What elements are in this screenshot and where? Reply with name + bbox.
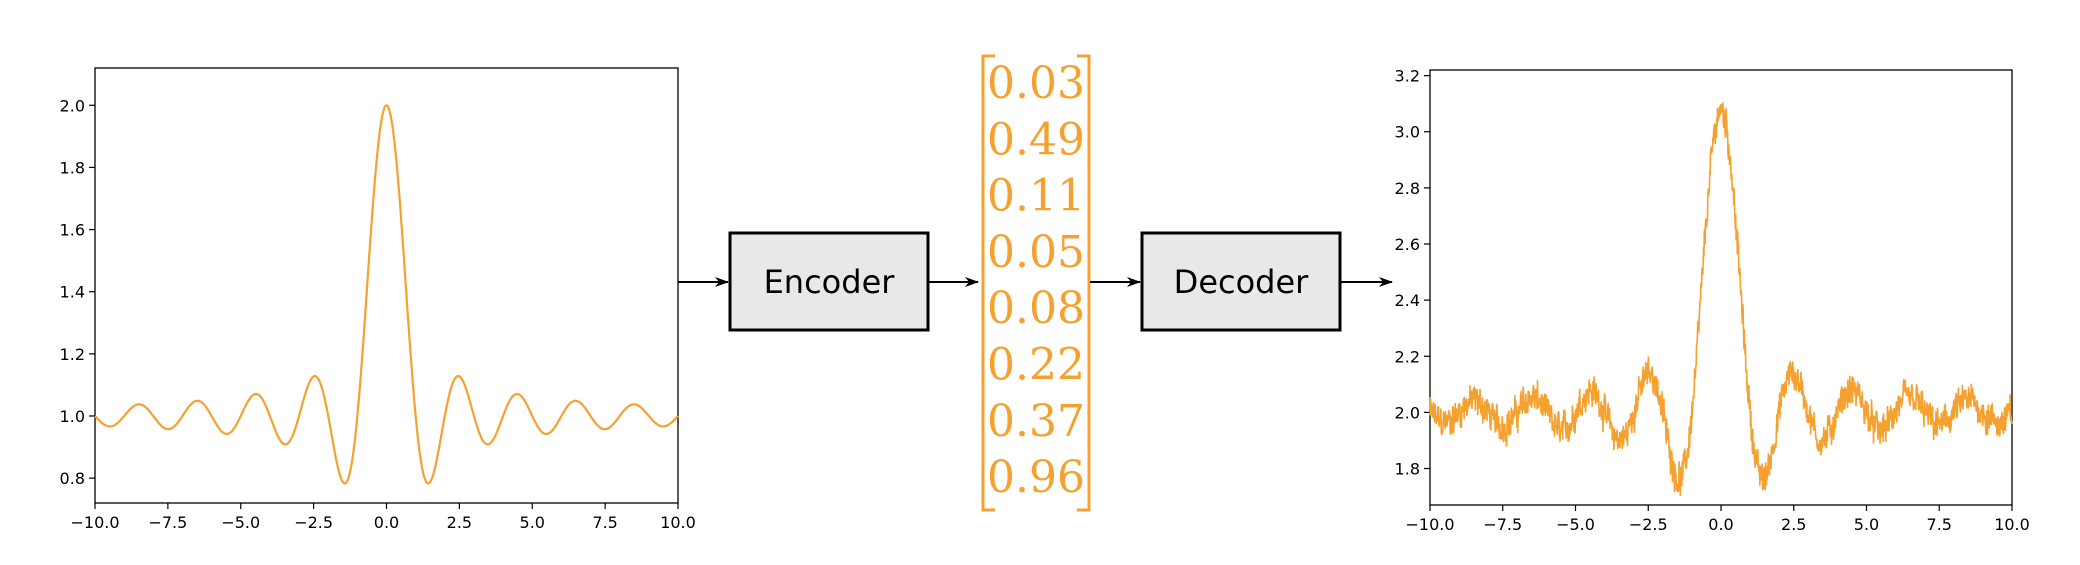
encoder-box xyxy=(728,231,930,332)
y-tick-label: 2.4 xyxy=(1395,291,1420,310)
x-tick-label: 0.0 xyxy=(374,513,399,532)
x-tick-label: 7.5 xyxy=(1927,515,1952,534)
x-tick-label: 10.0 xyxy=(1994,515,2030,534)
x-tick-label: −5.0 xyxy=(1556,515,1595,534)
y-tick-label: 2.0 xyxy=(60,96,85,115)
plot-frame xyxy=(94,67,679,504)
input-signal-chart: −10.0 −7.5 −5.0 −2.5 0.0 2.5 5.0 7.5 10.0 0.8 1.0 1… xyxy=(60,67,696,532)
y-tick-label: 3.0 xyxy=(1395,123,1420,142)
latent-value: 0.96 xyxy=(987,452,1085,503)
x-tick-label: −7.5 xyxy=(148,513,187,532)
latent-value: 0.05 xyxy=(987,227,1085,278)
data-line xyxy=(1429,102,2013,497)
x-tick-label: 10.0 xyxy=(660,513,696,532)
latent-value: 0.03 xyxy=(987,58,1085,109)
y-tick-label: 2.2 xyxy=(1395,347,1420,366)
x-tick-label: −10.0 xyxy=(70,513,119,532)
x-tick-label: −10.0 xyxy=(1405,515,1454,534)
latent-value: 0.49 xyxy=(987,114,1085,165)
x-tick-label: 7.5 xyxy=(592,513,617,532)
latent-value: 0.37 xyxy=(987,396,1085,447)
x-tick-label: 2.5 xyxy=(1781,515,1806,534)
x-tick-label: 2.5 xyxy=(447,513,472,532)
data-line xyxy=(94,104,679,485)
y-tick-label: 2.6 xyxy=(1395,235,1420,254)
left-bracket xyxy=(981,54,995,512)
plot-frame xyxy=(1429,69,2013,506)
x-tick-label: 0.0 xyxy=(1708,515,1733,534)
x-tick-label: 5.0 xyxy=(520,513,545,532)
right-bracket xyxy=(1077,54,1091,512)
x-tick-label: −5.0 xyxy=(221,513,260,532)
y-tick-label: 1.8 xyxy=(60,158,85,177)
decoder-block: Decoder xyxy=(1140,231,1342,332)
decoder-label: Decoder xyxy=(1174,263,1310,301)
y-tick-label: 3.2 xyxy=(1395,67,1420,86)
y-tick-label: 0.8 xyxy=(60,469,85,488)
x-tick-label: 5.0 xyxy=(1854,515,1879,534)
x-tick-label: −2.5 xyxy=(294,513,333,532)
x-tick-label: −2.5 xyxy=(1629,515,1668,534)
latent-vector: 0.030.49 0.110.050.08 0.220.370.96 xyxy=(981,54,1091,512)
reconstructed-signal-chart: −10.0 −7.5 −5.0 −2.5 0.0 2.5 5.0 7.5 10.0 1.8 2.0 2… xyxy=(1395,67,2030,534)
latent-value: 0.22 xyxy=(987,340,1085,391)
latent-value: 0.11 xyxy=(987,171,1085,222)
latent-value: 0.08 xyxy=(987,283,1085,334)
encoder-block: Encoder xyxy=(728,231,930,332)
encoder-label: Encoder xyxy=(764,263,896,301)
x-tick-label: −7.5 xyxy=(1483,515,1522,534)
y-tick-label: 1.2 xyxy=(60,345,85,364)
y-tick-label: 1.8 xyxy=(1395,460,1420,479)
y-tick-label: 1.0 xyxy=(60,407,85,426)
y-tick-label: 2.0 xyxy=(1395,403,1420,422)
y-tick-label: 1.4 xyxy=(60,283,85,302)
y-tick-label: 1.6 xyxy=(60,221,85,240)
y-tick-label: 2.8 xyxy=(1395,179,1420,198)
